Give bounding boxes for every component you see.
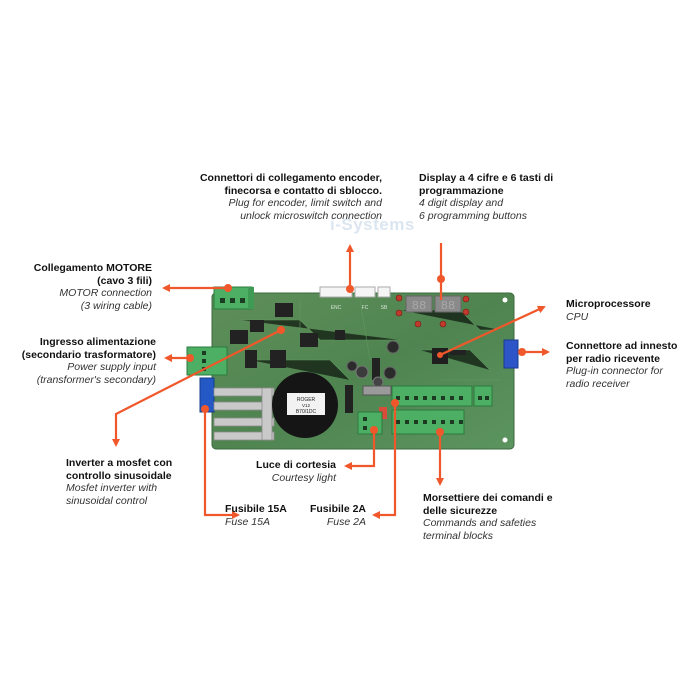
main-capacitor: ROGER V12 B70/1DC [272,372,338,438]
radio-title-2: per radio ricevente [566,352,660,365]
encoder-connectors: ENC FC SB [319,286,391,311]
mount-hole [502,437,508,443]
courtesy-title: Luce di cortesia [256,459,336,471]
terminals-desc: Commands and safeties [423,517,537,529]
prog-button [462,295,470,303]
relay [379,407,387,419]
motor-title: Collegamento MOTORE [33,262,152,274]
prog-button [395,294,403,302]
callout-terminals: Morsettiere dei comandi e delle sicurezz… [423,492,583,542]
courtesy-light-terminal [357,411,383,435]
radio-desc: Plug-in connector for [566,365,663,377]
radio-connector [503,339,519,369]
inverter-desc-2: sinusoidal control [66,494,148,507]
display-desc-2: 6 programming buttons [419,209,527,222]
courtesy-desc: Courtesy light [271,471,336,484]
cpu-desc: CPU [566,310,589,323]
power-title-2: (secondario trasformatore) [21,348,156,361]
capacitor [383,366,397,380]
heatsink [213,387,275,441]
crystal [450,350,466,355]
label-fc: FC [362,305,369,311]
display-title: Display a 4 cifre e 6 tasti di [419,172,554,184]
capacitor [355,365,369,379]
capacitor [346,360,358,372]
encoder-desc-2: unlock microswitch connection [240,209,382,222]
seven-segment-display: 88 88 [405,295,462,313]
callout-cpu: Microprocessore CPU [566,298,696,323]
arrow-fuse2 [372,403,397,519]
callout-encoder: Connettori di collegamento encoder, fine… [180,172,382,222]
terminals-title: Morsettiere dei comandi e [423,492,553,504]
callout-inverter: Inverter a mosfet con controllo sinusoid… [66,457,206,507]
callout-dots [186,275,526,436]
motor-terminal-block [213,286,254,310]
callout-radio: Connettore ad innesto per radio ricevent… [566,340,696,390]
encoder-desc: Plug for encoder, limit switch and [228,197,383,209]
fuse2-desc: Fuse 2A [326,515,366,528]
radio-desc-2: radio receiver [566,377,630,390]
cpu-title: Microprocessore [566,298,651,310]
encoder-title-2: finecorsa e contatto di sblocco. [224,184,382,197]
watermark: i-Systems [330,215,415,234]
fuse15-title: Fusibile 15A [225,503,287,515]
arrow-inverter [112,329,282,447]
callout-courtesy: Luce di cortesia Courtesy light [230,459,336,484]
arrow-fuse15 [203,409,240,519]
label-enc: ENC [331,305,342,311]
display-desc: 4 digit display and [419,197,504,209]
arrow-cpu [439,305,546,356]
power-desc: Power supply input [67,361,156,373]
motor-title-2: (cavo 3 fili) [97,274,152,287]
callout-display: Display a 4 cifre e 6 tasti di programma… [419,172,579,222]
fuse-2a [362,385,392,396]
callout-power: Ingresso alimentazione (secondario trasf… [10,336,156,386]
prog-button [462,308,470,316]
prog-button [414,320,422,328]
inverter-title: Inverter a mosfet con [66,457,173,469]
radio-title: Connettore ad innesto [566,340,678,352]
capacitor [386,340,400,354]
mount-hole [502,297,508,303]
capacitor-model: B70/1DC [296,409,317,415]
capacitor-version: V12 [302,403,311,408]
inverter-desc: Mosfet inverter with [66,482,158,494]
pcb-board: ROGER V12 B70/1DC [186,286,519,450]
power-desc-2: (transformer's secondary) [36,373,156,386]
terminals-title-2: delle sicurezze [423,504,498,517]
arrow-courtesy [344,430,376,470]
display-digits-left: 88 [412,299,426,313]
prog-button [439,320,447,328]
callout-motor: Collegamento MOTORE (cavo 3 fili) MOTOR … [20,262,152,312]
inverter-title-2: controllo sinusoidale [66,469,172,482]
callout-lines [112,243,550,519]
fuse2-title: Fusibile 2A [309,503,366,515]
programming-buttons [395,294,470,328]
prog-button [395,309,403,317]
terminal-screws [396,396,489,424]
callout-fuse2: Fusibile 2A Fuse 2A [290,503,366,528]
capacitor-brand: ROGER [297,397,316,403]
fuse15-desc: Fuse 15A [225,515,270,528]
motor-desc: MOTOR connection [59,287,152,299]
display-digits-right: 88 [441,299,455,313]
power-title: Ingresso alimentazione [39,336,156,348]
components [230,303,380,413]
terminals-desc-2: terminal blocks [423,529,494,542]
encoder-title: Connettori di collegamento encoder, [199,172,382,184]
display-title-2: programmazione [419,184,504,197]
callout-fuse15: Fusibile 15A Fuse 15A [225,503,315,528]
label-sb: SB [381,305,388,311]
motor-desc-2: (3 wiring cable) [80,299,152,312]
